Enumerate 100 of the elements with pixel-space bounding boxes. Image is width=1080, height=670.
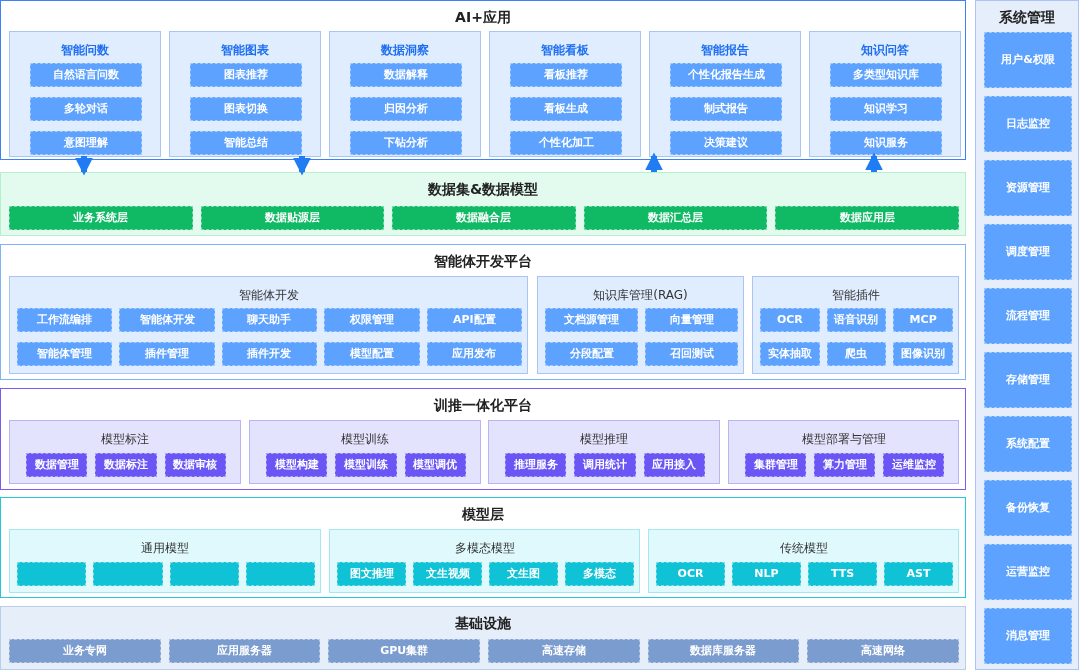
feature-tile: 知识服务 [830, 131, 942, 155]
feature-tile: NLP [732, 562, 801, 586]
feature-tile: 应用接入 [643, 453, 705, 477]
feature-tile: 数据应用层 [775, 206, 959, 230]
feature-tile: 集群管理 [745, 453, 806, 477]
feature-tile: 日志监控 [984, 96, 1072, 152]
group-panel [809, 31, 961, 157]
feature-tile: 应用发布 [426, 342, 522, 366]
feature-tile: 模型训练 [335, 453, 397, 477]
feature-tile: 制式报告 [670, 97, 782, 121]
feature-tile: 数据审核 [164, 453, 226, 477]
feature-tile: 用户&权限 [984, 32, 1072, 88]
feature-tile: 调用统计 [574, 453, 636, 477]
group-panel [169, 31, 321, 157]
group-title: 智能看板 [541, 42, 589, 59]
feature-tile: GPU集群 [328, 639, 480, 663]
feature-tile: 调度管理 [984, 224, 1072, 280]
feature-tile: 知识学习 [830, 97, 942, 121]
group-title: 模型训练 [341, 431, 389, 448]
feature-tile: 备份恢复 [984, 480, 1072, 536]
layer-panel [0, 172, 966, 236]
feature-tile: MCP [893, 308, 953, 332]
feature-tile: 运维监控 [883, 453, 944, 477]
feature-tile: 看板生成 [510, 97, 622, 121]
group-title: 多模态模型 [454, 540, 515, 557]
feature-tile: 高速存储 [488, 639, 640, 663]
feature-tile: TTS [808, 562, 877, 586]
feature-tile: AST [884, 562, 953, 586]
layer-title: 系统管理 [999, 9, 1055, 27]
group-title: 智能体开发 [238, 287, 299, 304]
group-title: 知识问答 [861, 42, 909, 59]
feature-tile: 语音识别 [826, 308, 887, 332]
feature-tile: 文档源管理 [545, 308, 638, 332]
group-title: 智能插件 [831, 287, 880, 304]
layer-panel [0, 388, 966, 490]
group-title: 知识库管理(RAG) [593, 287, 688, 304]
group-panel [537, 276, 744, 374]
feature-tile: 爬虫 [826, 342, 887, 366]
feature-tile: 自然语言问数 [30, 63, 142, 87]
group-panel [9, 420, 241, 484]
layer-panel [0, 244, 966, 380]
feature-tile: 文生图 [489, 562, 558, 586]
feature-tile: 数据汇总层 [583, 206, 768, 230]
model-tile [169, 562, 239, 586]
group-panel [648, 529, 959, 593]
feature-tile: 存储管理 [984, 352, 1072, 408]
arrow [645, 152, 663, 172]
feature-tile: 归因分析 [350, 97, 462, 121]
feature-tile: 分段配置 [545, 342, 638, 366]
feature-tile: 推理服务 [505, 453, 567, 477]
arrow [293, 156, 311, 176]
feature-tile: 插件开发 [221, 342, 318, 366]
layer-title: 基础设施 [455, 615, 511, 633]
feature-tile: 智能体开发 [119, 308, 215, 332]
feature-tile: 工作流编排 [17, 308, 113, 332]
feature-tile: 应用服务器 [168, 639, 321, 663]
feature-tile: 数据库服务器 [647, 639, 800, 663]
feature-tile: 模型调优 [404, 453, 466, 477]
feature-tile: 高速网络 [807, 639, 959, 663]
layer-panel [0, 497, 966, 598]
layer-title: AI+应用 [455, 9, 511, 27]
group-title: 模型标注 [101, 431, 149, 448]
group-title: 传统模型 [779, 540, 828, 557]
feature-tile: 个性化加工 [510, 131, 622, 155]
feature-tile: 智能总结 [190, 131, 302, 155]
layer-title: 智能体开发平台 [434, 253, 532, 271]
group-panel [489, 31, 641, 157]
group-panel [752, 276, 959, 374]
model-tile [245, 562, 315, 586]
feature-tile: 数据管理 [26, 453, 88, 477]
feature-tile: 图文推理 [337, 562, 406, 586]
feature-tile: 多模态 [565, 562, 634, 586]
group-title: 智能问数 [61, 42, 109, 59]
group-title: 通用模型 [141, 540, 189, 557]
feature-tile: 数据解释 [350, 63, 462, 87]
group-panel [728, 420, 959, 484]
feature-tile: 系统配置 [984, 416, 1072, 472]
feature-tile: 运营监控 [984, 544, 1072, 600]
feature-tile: 图像识别 [893, 342, 953, 366]
feature-tile: 算力管理 [814, 453, 875, 477]
feature-tile: 下钻分析 [350, 131, 462, 155]
feature-tile: 数据贴源层 [200, 206, 385, 230]
group-title: 模型部署与管理 [801, 431, 886, 448]
feature-tile: 资源管理 [984, 160, 1072, 216]
feature-tile: 业务专网 [9, 639, 161, 663]
feature-tile: 插件管理 [119, 342, 215, 366]
feature-tile: 流程管理 [984, 288, 1072, 344]
feature-tile: API配置 [426, 308, 522, 332]
feature-tile: 多轮对话 [30, 97, 142, 121]
group-panel [9, 276, 528, 374]
group-panel [329, 529, 640, 593]
feature-tile: 数据标注 [95, 453, 157, 477]
group-title: 智能报告 [701, 42, 749, 59]
feature-tile: 个性化报告生成 [670, 63, 782, 87]
layer-panel [975, 0, 1079, 670]
layer-panel [0, 0, 966, 160]
feature-tile: OCR [656, 562, 725, 586]
feature-tile: 文生视频 [413, 562, 482, 586]
feature-tile: 图表切换 [190, 97, 302, 121]
feature-tile: 向量管理 [645, 308, 738, 332]
